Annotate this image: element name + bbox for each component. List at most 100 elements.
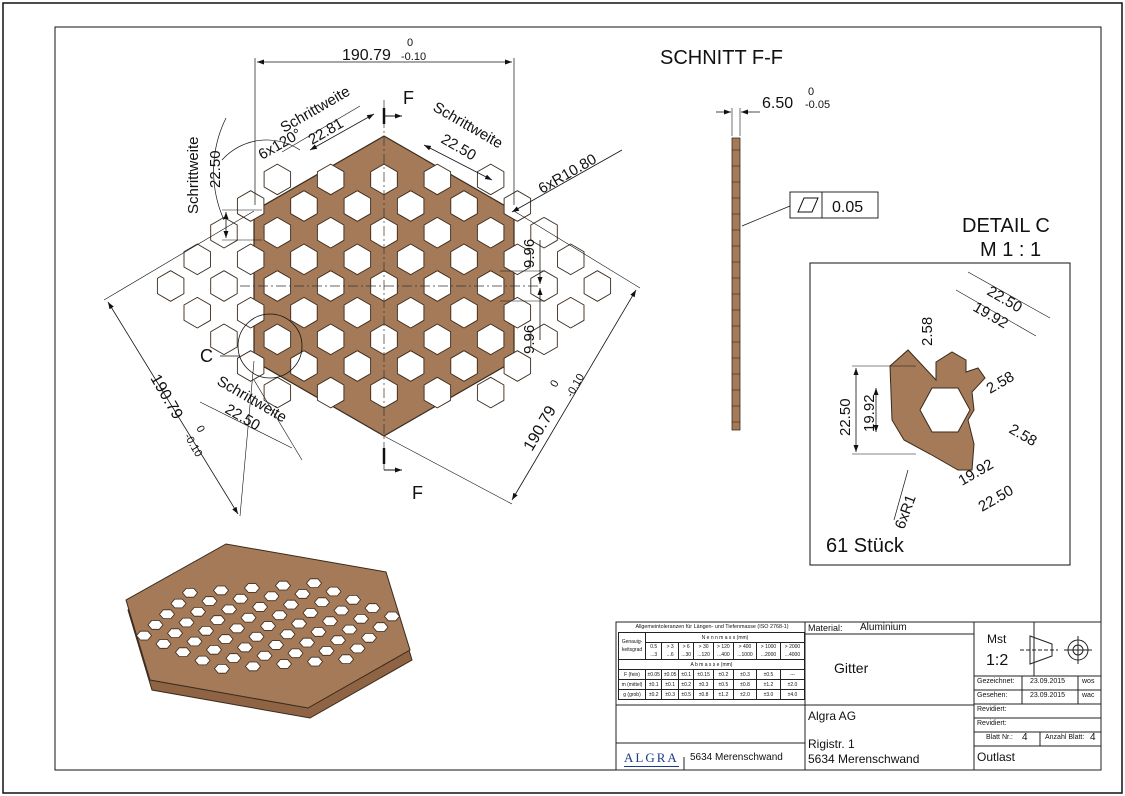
- iso-cell: [220, 604, 238, 615]
- iso-cell: [305, 578, 323, 588]
- sheet-no: 4: [1022, 732, 1028, 743]
- pitch-label-3: Schrittweite: [185, 136, 202, 214]
- top-dim-tol-upper: 0: [407, 37, 413, 49]
- tolerance-row: m (mittel)±0.1±0.1±0.2±0.3±0.5±0.8±1.2±2…: [618, 679, 806, 690]
- flatness-icon: [797, 197, 819, 213]
- iso-cell: [352, 614, 370, 624]
- iso-cell: [194, 655, 211, 666]
- drawn-date: 23.09.2015: [1030, 678, 1066, 685]
- iso-cell: [212, 585, 230, 596]
- tolerance-value: ±0.2: [712, 669, 735, 680]
- hex-cell: [210, 323, 238, 356]
- iso-cell: [225, 653, 242, 663]
- tolerance-header: Allgemeintoleranzen für Längen- und Tief…: [635, 624, 789, 630]
- hex-cell: [423, 323, 452, 356]
- iso-cell: [333, 605, 350, 616]
- hex-cell: [583, 270, 612, 302]
- right-diag-tol-lower: -0.10: [564, 372, 587, 400]
- detail-2-58-right: 2.58: [984, 368, 1018, 397]
- hex-cell: [450, 190, 478, 222]
- detail-2-58-bottom: 2.58: [1006, 421, 1040, 450]
- detail-radius: 6xR1: [892, 493, 920, 532]
- iso-view: [125, 543, 413, 719]
- hex-cell: [290, 296, 318, 329]
- angle-label: 6x120°: [256, 125, 305, 163]
- hex-cell: [343, 190, 372, 222]
- iso-cell: [259, 621, 277, 631]
- range-cell: > 400 ...1000: [732, 642, 758, 660]
- iso-cell: [325, 586, 342, 597]
- hex-cell: [263, 163, 292, 196]
- iso-cell: [181, 588, 199, 598]
- iso-cell: [174, 647, 192, 657]
- iso-cell: [251, 602, 269, 612]
- hex-cell: [396, 243, 425, 276]
- thickness-tol-lower: -0.05: [805, 99, 830, 111]
- hex-cell: [290, 190, 318, 222]
- hex-cell: [263, 323, 292, 356]
- iso-cell: [329, 635, 347, 645]
- iso-cell: [236, 642, 254, 653]
- revised-label-1: Revidiert:: [977, 706, 1007, 713]
- hex-cell: [210, 270, 238, 302]
- tolerance-value: ±0.3: [693, 679, 714, 690]
- iso-cell: [135, 630, 153, 641]
- section-view: SCHNITT F-F 6.50 0 -0.05 0.05: [660, 47, 879, 431]
- iso-cell: [310, 627, 327, 637]
- hex-cell: [476, 323, 505, 356]
- iso-cell: [267, 640, 285, 650]
- flatness-frame: [789, 191, 879, 219]
- radius-label: 6xR10.80: [536, 151, 600, 198]
- hex-cell: [396, 350, 425, 382]
- iso-cell: [306, 656, 324, 667]
- range-cell: 0.5 ...3: [644, 642, 663, 660]
- tolerance-table: Genauig-keitsgrad N e n n m a s s (mm) 0…: [618, 632, 806, 700]
- thickness-tol-upper: 0: [808, 86, 814, 98]
- checked-by: wac: [1082, 692, 1095, 699]
- tolerance-value: ±0.3: [661, 689, 679, 700]
- tolerance-value: ±1.2: [756, 679, 781, 690]
- hex-cell: [450, 296, 478, 329]
- hex-cell: [476, 270, 505, 302]
- material-value: Aluminium: [860, 622, 907, 633]
- tolerance-value: ±0.5: [712, 679, 735, 690]
- hex-cell: [396, 296, 425, 329]
- scale-value: 1:2: [986, 652, 1009, 669]
- iso-cell: [302, 608, 319, 618]
- title-block: [615, 621, 1102, 771]
- iso-cell: [248, 631, 265, 642]
- drawn-label: Gezeichnet:: [977, 678, 1015, 685]
- hex-cell: [503, 243, 532, 276]
- section-title: SCHNITT F-F: [660, 47, 783, 69]
- tolerance-value: ±0.05: [661, 669, 679, 680]
- iso-cell: [232, 593, 249, 604]
- tolerance-value: ±0.8: [732, 679, 758, 690]
- iso-cell: [228, 623, 246, 634]
- hex-cell: [156, 270, 185, 302]
- iso-cell: [279, 629, 296, 640]
- material-label: Material:: [808, 623, 843, 633]
- iso-cells: [135, 578, 401, 674]
- dim-9-96-upper: 9.96: [521, 239, 538, 268]
- iso-cell: [364, 603, 381, 613]
- detail-title: DETAIL C: [962, 215, 1050, 237]
- hex-cell: [450, 243, 478, 276]
- detail-frame: [809, 262, 1071, 566]
- range-cell: > 6 ...30: [677, 642, 695, 660]
- tolerance-value: ±0.1: [644, 679, 663, 690]
- hex-cell: [290, 243, 318, 276]
- iso-cell: [256, 650, 273, 661]
- range-cell: > 1000 ...2000: [756, 642, 781, 660]
- iso-cell: [178, 617, 195, 628]
- iso-cell: [243, 583, 261, 593]
- hex-cell: [503, 190, 532, 222]
- top-dimension: 190.79: [342, 47, 391, 64]
- tolerance-value: ±3.0: [756, 689, 781, 700]
- projection-icon: [1020, 635, 1092, 665]
- main-view: 190.79 0 -0.10 F F Schrittweite 22.81 Sc…: [103, 37, 641, 517]
- tolerance-value: ±2.0: [779, 679, 806, 690]
- detail-22-50-bottom: 22.50: [976, 482, 1017, 515]
- hex-cell: [343, 243, 372, 276]
